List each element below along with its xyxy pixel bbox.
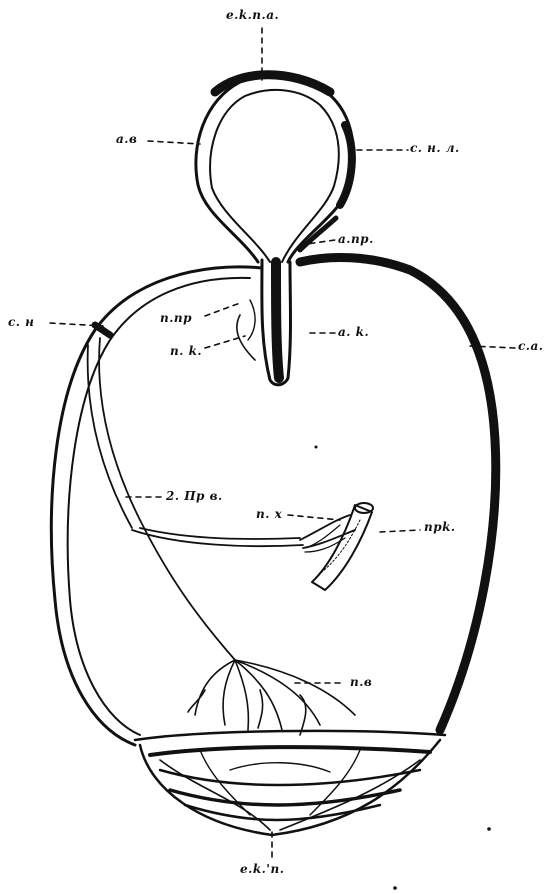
ink-dots [314, 445, 491, 890]
label-mid-right-small: a.np. [338, 232, 374, 246]
label-branch-left: 2. Пp в. [166, 489, 223, 503]
outer-vessel-ring [49, 253, 501, 747]
label-upper-left: a.в [116, 132, 138, 146]
label-center-right: a. k. [338, 325, 370, 339]
label-bottom: e.k.'n. [240, 862, 285, 876]
organ-tube [304, 502, 374, 591]
label-center-upper-left: n.np [160, 311, 193, 325]
upper-vessel-loop [194, 70, 356, 264]
label-left: c. н [8, 315, 35, 329]
label-top: e.k.n.a. [226, 8, 280, 22]
label-upper-right: c. н. л. [410, 141, 460, 155]
central-trunk [236, 257, 292, 387]
label-center-lower-left: n. k. [170, 344, 203, 358]
label-right: c.a. [518, 339, 544, 353]
root-branches [187, 659, 356, 736]
label-branch-small: п. x [256, 507, 283, 521]
label-bottom-branch: п.в [350, 675, 373, 689]
bottom-network [133, 729, 447, 837]
branch-vessels [86, 337, 356, 661]
label-organ: npk. [424, 520, 456, 534]
